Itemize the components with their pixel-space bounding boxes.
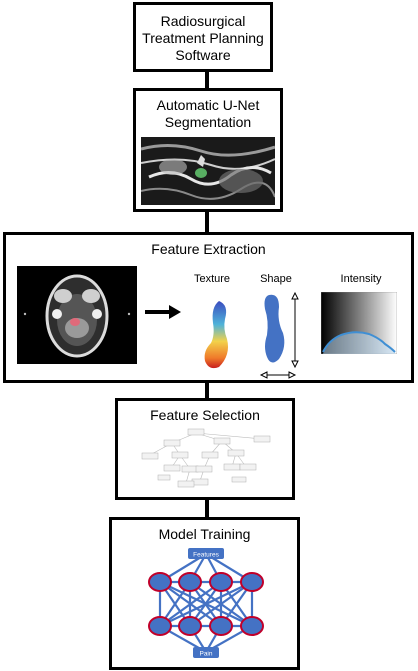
step-feature-extraction-title: Feature Extraction [151,241,266,257]
input-node [188,548,224,559]
step-planning-software-title: Radiosurgical Treatment Planning Softwar… [142,13,264,63]
connector-1-2 [205,70,209,88]
shape-label: Shape [260,273,292,285]
hidden-node [240,616,264,636]
step-feature-selection: Feature Selection [115,398,295,500]
hidden-node [209,572,233,592]
shape-image [259,291,299,379]
arrow-icon [145,305,181,319]
texture-label: Texture [193,273,231,285]
connector-4-5 [205,499,209,517]
step-unet-segmentation-title: Automatic U-Net Segmentation [156,97,260,130]
hidden-node [148,572,172,592]
step-planning-software: Radiosurgical Treatment Planning Softwar… [133,2,273,72]
connector-3-4 [205,381,209,399]
step-unet-segmentation: Automatic U-Net Segmentation [133,88,283,212]
input-node-label: Features [193,552,219,559]
output-node [193,647,219,658]
segmentation-overlay [195,168,207,178]
tumor-overlay [70,318,80,326]
neural-network-diagram: Features Pain [148,548,264,658]
axial-mri-image [17,266,137,364]
step-model-training: Model Training [109,517,300,670]
output-node-label: Pain [199,651,212,658]
step-feature-selection-title: Feature Selection [150,407,260,423]
connector-2-3 [205,210,209,232]
intensity-label: Intensity [340,273,382,285]
hidden-node [148,616,172,636]
step-model-training-title: Model Training [158,526,251,542]
decision-tree-image [141,428,271,488]
segmentation-mri-image [141,137,275,205]
step-feature-extraction: Feature Extraction Texture Shape Intensi… [3,232,414,383]
intensity-histogram-image [321,292,397,354]
hidden-node [240,572,264,592]
hidden-node [178,616,202,636]
hidden-node [209,616,233,636]
hidden-node [178,572,202,592]
texture-map-image [204,301,228,369]
